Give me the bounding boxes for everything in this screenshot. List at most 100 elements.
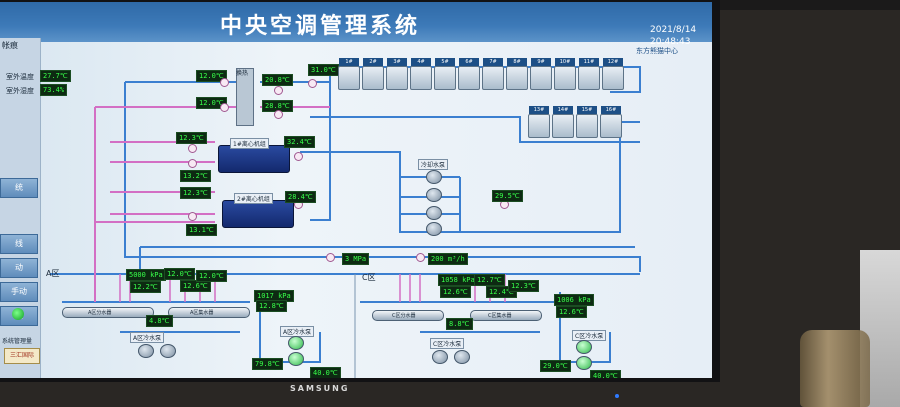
zone-a-label: A区: [46, 269, 60, 278]
zone-c-low-temp: 8.8℃: [446, 318, 473, 330]
top-value-1: 12.0℃: [196, 70, 227, 82]
zone-c-label: C区: [362, 273, 376, 282]
cooling-tower-3[interactable]: 3#: [386, 58, 408, 90]
chiller-1-in-temp: 12.3℃: [176, 132, 207, 144]
app-title: 中央空调管理系统: [220, 13, 421, 39]
sidebar-item-4[interactable]: 手动: [0, 282, 38, 302]
cooling-pump-label: 冷却水泵: [418, 159, 449, 170]
zone-a-collector-label: A区集水器: [190, 310, 214, 316]
outdoor-temp-label: 室外温度: [6, 73, 34, 81]
glass-jar: [800, 330, 870, 407]
zone-c-pump-3[interactable]: [576, 340, 592, 354]
zone-a-distributor-label: A区分水器: [88, 310, 112, 316]
zone-c-temp: 12.6℃: [440, 286, 471, 298]
cooling-tower-13[interactable]: 13#: [528, 106, 550, 138]
chiller-1-out-temp: 32.4℃: [284, 136, 315, 148]
zone-c-distributor[interactable]: [372, 310, 444, 321]
valve[interactable]: [220, 78, 229, 87]
zone-c-return-temp: 29.0℃: [540, 360, 571, 372]
outdoor-temp-value: 27.7℃: [40, 70, 71, 82]
valve[interactable]: [308, 79, 317, 88]
zone-a-sub-2: 12.6℃: [180, 280, 211, 292]
zone-a-sub-3: 12.0℃: [196, 270, 227, 282]
cooling-tower-12[interactable]: 12#: [602, 58, 624, 90]
zone-a-pump-2[interactable]: [160, 344, 176, 358]
zone-a-pump-3[interactable]: [288, 336, 304, 350]
zone-a-collector[interactable]: [168, 307, 250, 318]
cooling-tower-14[interactable]: 14#: [552, 106, 574, 138]
outdoor-humidity-label: 室外湿度: [6, 87, 34, 95]
zone-a-pump-1[interactable]: [138, 344, 154, 358]
chiller-1[interactable]: [218, 145, 290, 173]
zone-a-secondary-temp: 12.8℃: [256, 300, 287, 312]
sidebar-item-1[interactable]: 统: [0, 178, 38, 198]
chiller-2-low-temp: 13.1℃: [186, 224, 217, 236]
cooling-pump-2[interactable]: [426, 188, 442, 202]
zone-a-temp: 12.2℃: [130, 281, 161, 293]
valve[interactable]: [274, 86, 283, 95]
valve[interactable]: [294, 152, 303, 161]
chiller-2-label: 2#离心机组: [234, 193, 273, 204]
outdoor-humidity-value: 73.4%: [40, 84, 68, 96]
sidebar-item-3[interactable]: 动: [0, 258, 38, 278]
cooling-tower-9[interactable]: 9#: [530, 58, 552, 90]
zone-c-pump-group-1-label: C区冷水泵: [430, 338, 465, 349]
valve[interactable]: [188, 212, 197, 221]
datetime-display: 2021/8/14 20:48:43: [650, 24, 696, 48]
zone-a-return-temp: 79.8℃: [252, 358, 283, 370]
cooling-tower-11[interactable]: 11#: [578, 58, 600, 90]
zone-a-supply-temp: 40.0℃: [310, 367, 341, 378]
zone-a-low-temp: 4.8℃: [146, 315, 173, 327]
cooling-pump-1[interactable]: [426, 170, 442, 184]
zone-c-sub-1: 12.7℃: [474, 274, 505, 286]
valve[interactable]: [274, 110, 283, 119]
valve[interactable]: [188, 159, 197, 168]
status-led-icon: [12, 308, 24, 320]
zone-c-pump-2[interactable]: [454, 350, 470, 364]
zone-c-distributor-label: C区分水器: [392, 313, 416, 319]
valve[interactable]: [220, 103, 229, 112]
cooling-tower-6[interactable]: 6#: [458, 58, 480, 90]
cooling-return-temp: 29.5℃: [492, 190, 523, 202]
valve[interactable]: [188, 144, 197, 153]
cooling-tower-2[interactable]: 2#: [362, 58, 384, 90]
zone-c-pressure: 1058 kPa: [438, 274, 478, 286]
main-flow: 200 m³/h: [428, 253, 468, 265]
sidebar-item-2[interactable]: 线: [0, 234, 38, 254]
main-pressure: 3 MPa: [342, 253, 370, 265]
zone-a-distributor[interactable]: [62, 307, 154, 318]
cooling-tower-8[interactable]: 8#: [506, 58, 528, 90]
zone-c-secondary-temp: 12.6℃: [556, 306, 587, 318]
zone-a-pump-4[interactable]: [288, 352, 304, 366]
zone-c-sub-3: 12.3℃: [508, 280, 539, 292]
system-status-label: 系统管理量: [2, 338, 33, 345]
cooling-tower-7[interactable]: 7#: [482, 58, 504, 90]
chiller-2-out-temp: 28.4℃: [285, 191, 316, 203]
cooling-pump-4[interactable]: [426, 222, 442, 236]
zone-c-collector[interactable]: [470, 310, 542, 321]
cooling-pump-3[interactable]: [426, 206, 442, 220]
chiller-2[interactable]: [222, 200, 294, 228]
cooling-tower-5[interactable]: 5#: [434, 58, 456, 90]
valve[interactable]: [416, 253, 425, 262]
cooling-tower-16[interactable]: 16#: [600, 106, 622, 138]
header-manifold-label: 换热: [236, 70, 249, 77]
top-value-2: 20.8℃: [262, 74, 293, 86]
zone-a-sub-1: 12.0℃: [164, 268, 195, 280]
zone-c-supply-temp: 40.0℃: [590, 370, 621, 378]
cooling-tower-4[interactable]: 4#: [410, 58, 432, 90]
zone-a-pump-group-1-label: A区冷水泵: [130, 332, 165, 343]
zone-c-pump-1[interactable]: [432, 350, 448, 364]
power-led-icon: [615, 394, 619, 398]
cooling-tower-15[interactable]: 15#: [576, 106, 598, 138]
monitor-frame: 中央空调管理系统 2021/8/14 20:48:43 东方熊猫中心 帐痕 统 …: [0, 0, 720, 398]
cooling-tower-10[interactable]: 10#: [554, 58, 576, 90]
chiller-1-label: 1#离心机组: [230, 138, 269, 149]
zone-c-pump-4[interactable]: [576, 356, 592, 370]
top-value-5: 31.0℃: [308, 64, 339, 76]
sidebar: 帐痕 统 线 动 手动 按 系统管理量: [0, 38, 41, 378]
cooling-tower-1[interactable]: 1#: [338, 58, 360, 90]
company-logo: 三汇国际: [4, 348, 40, 364]
header-manifold: [236, 68, 254, 126]
valve[interactable]: [326, 253, 335, 262]
